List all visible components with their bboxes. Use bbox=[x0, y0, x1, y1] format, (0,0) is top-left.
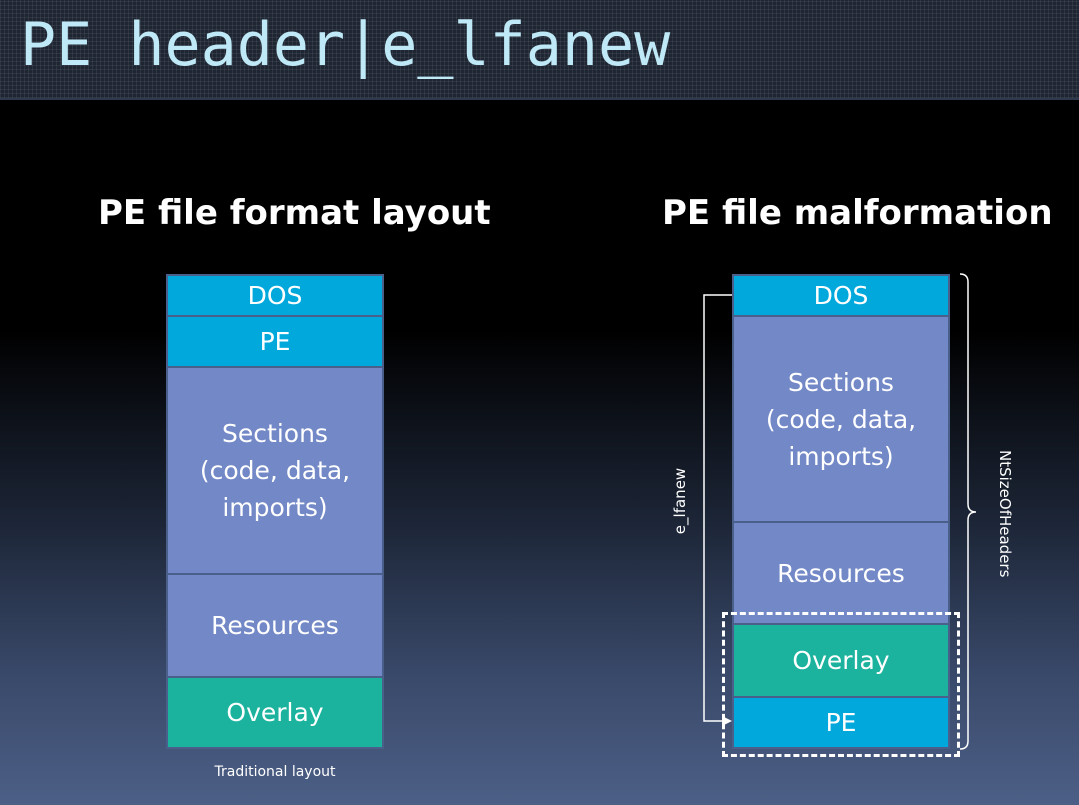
headers-brace bbox=[959, 273, 977, 750]
right-sections-block: Sections (code, data, imports) bbox=[732, 315, 950, 523]
left-dos-block: DOS bbox=[166, 274, 384, 317]
nt-size-of-headers-label: NtSizeOfHeaders bbox=[996, 450, 1014, 578]
right-pe-block: PE bbox=[732, 696, 950, 749]
right-dos-block: DOS bbox=[732, 274, 950, 317]
traditional-layout-caption: Traditional layout bbox=[214, 764, 336, 780]
right-overlay-block: Overlay bbox=[732, 623, 950, 698]
e-lfanew-arrowhead bbox=[722, 716, 732, 726]
dashed-highlight-box bbox=[722, 612, 960, 757]
left-sections-block: Sections (code, data, imports) bbox=[166, 366, 384, 575]
left-overlay-block: Overlay bbox=[166, 676, 384, 749]
left-heading: PE file format layout bbox=[98, 193, 491, 233]
e-lfanew-arrow bbox=[703, 294, 732, 722]
left-resources-block: Resources bbox=[166, 573, 384, 678]
title-bar: PE header|e_lfanew bbox=[0, 0, 1079, 100]
left-pe-block: PE bbox=[166, 315, 384, 368]
right-heading: PE file malformation bbox=[662, 193, 1053, 233]
right-resources-block: Resources bbox=[732, 521, 950, 625]
slide-title: PE header|e_lfanew bbox=[20, 10, 671, 80]
e-lfanew-label: e_lfanew bbox=[671, 467, 689, 535]
